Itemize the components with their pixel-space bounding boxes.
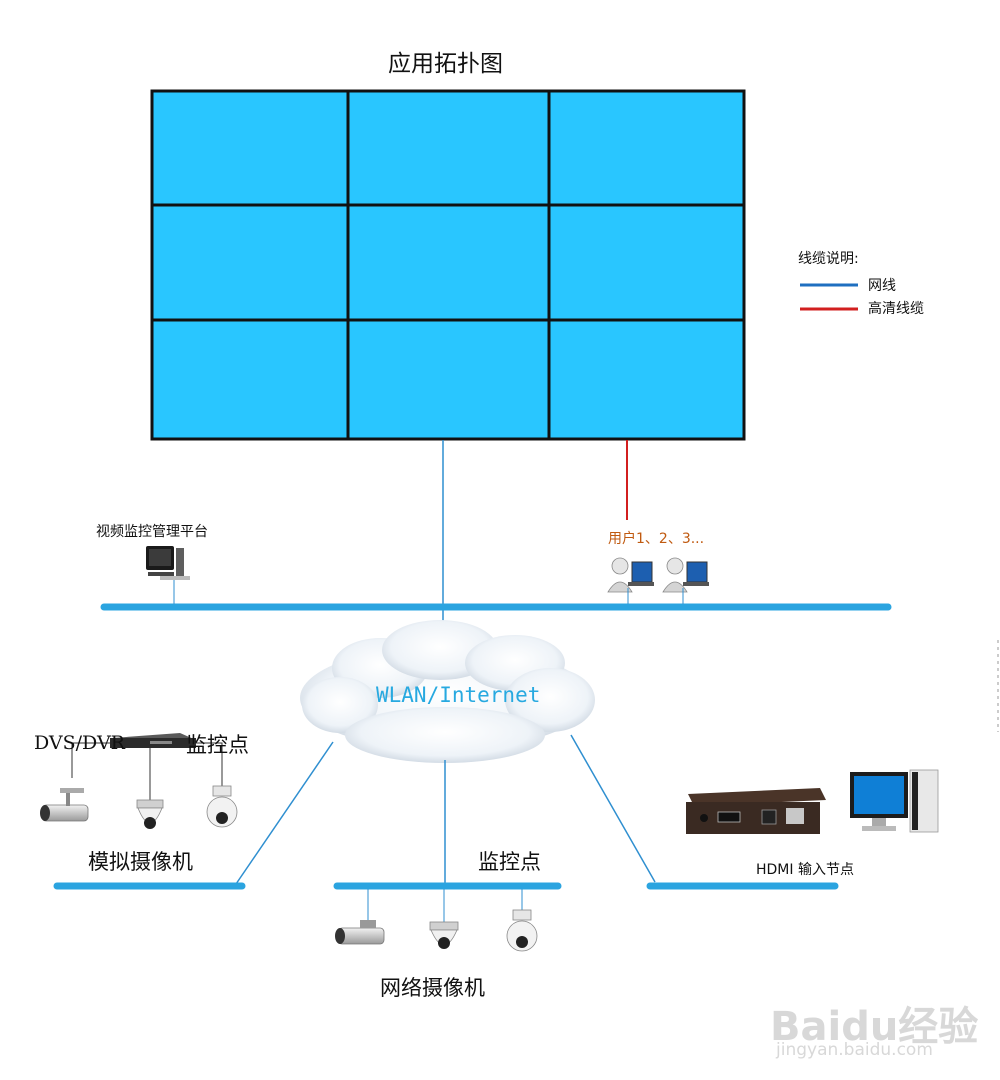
watermark-logo: Baidu经验 (770, 1004, 979, 1050)
users-label: 用户1、2、3... (608, 531, 705, 547)
cloud-link-left (235, 741, 334, 885)
dvs-dvr-label: DVS/DVR (34, 732, 125, 754)
user-workstation-icon (607, 557, 654, 593)
video-wall-screen (346, 318, 551, 441)
video-wall-screen (547, 89, 746, 207)
analog-cameras-label: 模拟摄像机 (88, 850, 193, 874)
user-workstation-icon-2 (662, 557, 709, 593)
legend-network-label: 网线 (868, 278, 896, 294)
ptz-camera-icon (206, 785, 238, 828)
video-wall-screen (150, 318, 350, 441)
platform-computer-icon (146, 546, 190, 580)
bullet-camera-icon (40, 788, 89, 822)
dvr-device-icon (110, 733, 196, 748)
video-wall-screen (547, 318, 746, 441)
legend-title: 线缆说明: (798, 251, 859, 267)
network-cameras-label: 网络摄像机 (380, 976, 485, 1000)
video-wall-screen (346, 203, 551, 322)
video-wall-screen (547, 203, 746, 322)
video-wall-screen (150, 89, 350, 207)
video-wall-screen (346, 89, 551, 207)
cloud-label: WLAN/Internet (376, 683, 541, 707)
page-title: 应用拓扑图 (388, 51, 503, 77)
hdmi-encoder-icon (686, 788, 826, 834)
monitor-point-network-label: 监控点 (478, 850, 541, 874)
cloud-link-right (570, 734, 656, 883)
video-wall-screen (150, 203, 350, 322)
desktop-monitor-icon (850, 769, 939, 833)
network-ptz-camera-icon (506, 909, 538, 952)
monitor-point-analog-label: 监控点 (186, 733, 249, 757)
dome-camera-icon (136, 799, 164, 829)
watermark-url: jingyan.baidu.com (776, 1040, 933, 1060)
hdmi-node-label: HDMI 输入节点 (756, 862, 854, 878)
dvr-camera-wiring-right (196, 742, 223, 786)
network-dome-camera-icon (429, 921, 459, 949)
network-bullet-camera-icon (335, 920, 385, 945)
dvr-camera-wiring (71, 742, 110, 778)
platform-label: 视频监控管理平台 (96, 524, 208, 540)
legend-hd-label: 高清线缆 (868, 301, 924, 317)
cloud-icon (300, 620, 595, 763)
video-wall (150, 89, 746, 441)
